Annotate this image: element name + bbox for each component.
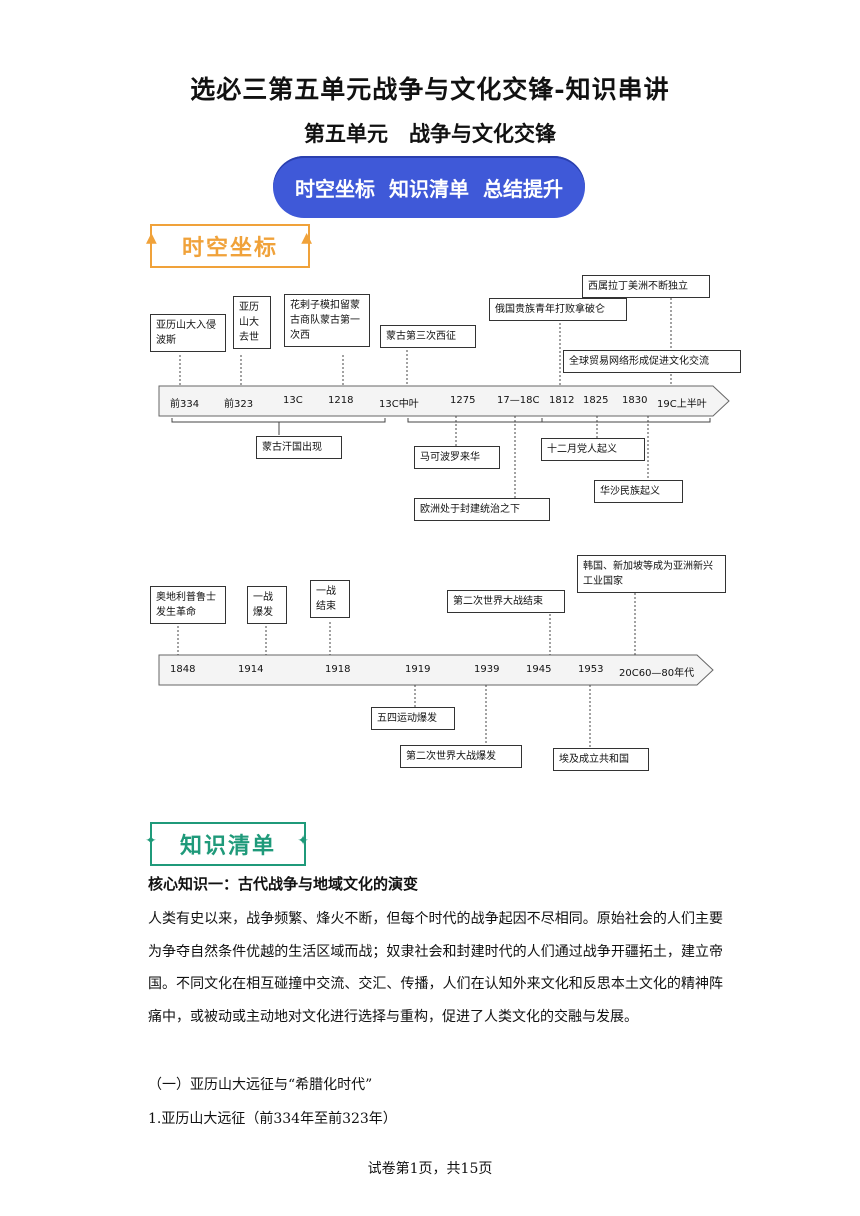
- sparkle-icon: ✦: [297, 833, 311, 849]
- arrow-up-icon: ▲: [146, 230, 159, 246]
- timeline-2-event-above: 一战爆发: [247, 586, 287, 624]
- knowledge-heading-text: 知识清单: [179, 834, 276, 859]
- timeline-2-event-above: 韩国、新加坡等成为亚洲新兴工业国家: [577, 555, 726, 593]
- timeline-1-tick: 1830: [622, 395, 648, 406]
- timeline-2-event-below: 埃及成立共和国: [553, 748, 649, 771]
- timeline-1-tick: 1218: [328, 395, 354, 406]
- timeline-1-event-below: 马可波罗来华: [414, 446, 500, 469]
- timeline-2-tick: 1918: [325, 664, 351, 675]
- banner-item-knowledge: 知识清单: [389, 176, 469, 201]
- unit-title: 第五单元 战争与文化交锋: [304, 121, 556, 146]
- timeline-1-brackets: [171, 418, 711, 435]
- timeline-2-event-above: 一战结束: [310, 580, 350, 618]
- timeline-1-event-below: 欧洲处于封建统治之下: [414, 498, 550, 521]
- timeline-1-event-below: 华沙民族起义: [594, 480, 683, 503]
- timeline-1-tick: 13C: [283, 395, 303, 406]
- timeline-1-tick: 1275: [450, 395, 476, 406]
- arrow-up-icon: ▲: [301, 230, 314, 246]
- timeline-2-tick: 1914: [238, 664, 264, 675]
- timeline-1-event-above: 全球贸易网络形成促进文化交流: [563, 350, 741, 373]
- core-knowledge-heading: 核心知识一：古代战争与地域文化的演变: [148, 875, 419, 893]
- document-title: 选必三第五单元战争与文化交锋-知识串讲: [190, 75, 670, 104]
- timeline-heading-text: 时空坐标: [181, 236, 278, 261]
- timeline-2-tick: 1953: [578, 664, 604, 675]
- timeline-2-event-above: 奥地利普鲁士发生革命: [150, 586, 226, 624]
- timeline-1-tick: 前334: [170, 399, 200, 410]
- section-banner: 时空坐标 知识清单 总结提升: [273, 156, 585, 218]
- timeline-1-tick: 1825: [583, 395, 609, 406]
- timeline-1-event-above: 花剌子模扣留蒙古商队蒙古第一次西: [284, 294, 370, 347]
- timeline-1-tick: 19C上半叶: [657, 399, 707, 410]
- timeline-2-event-below: 五四运动爆发: [371, 707, 455, 730]
- timeline-2-event-below: 第二次世界大战爆发: [400, 745, 522, 768]
- timeline-1-tick: 13C中叶: [379, 399, 419, 410]
- timeline-2-tick: 1945: [526, 664, 552, 675]
- banner-item-summary: 总结提升: [483, 176, 563, 201]
- timeline-2-event-above: 第二次世界大战结束: [447, 590, 565, 613]
- intro-paragraph: 人类有史以来，战争频繁、烽火不断，但每个时代的战争起因不尽相同。原始社会的人们主…: [148, 911, 723, 1025]
- timeline-1-event-above: 俄国贵族青年打败拿破仑: [489, 298, 627, 321]
- timeline-2-tick: 1919: [405, 664, 431, 675]
- timeline-1-event-below: 十二月党人起义: [541, 438, 645, 461]
- banner-item-timeline: 时空坐标: [295, 176, 375, 201]
- timeline-1-tick: 前323: [224, 399, 254, 410]
- timeline-2: [158, 593, 714, 748]
- timeline-1-event-above: 蒙古第三次西征: [380, 325, 476, 348]
- timeline-1-event-above: 西属拉丁美洲不断独立: [582, 275, 710, 298]
- timeline-section-heading: ▲ 时空坐标 ▲: [146, 224, 312, 268]
- knowledge-section-heading: ✦ 知识清单 ✦: [145, 822, 309, 866]
- timeline-1-tick: 1812: [549, 395, 575, 406]
- timeline-2-tick: 1848: [170, 664, 196, 675]
- subheading-2: 1.亚历山大远征（前334年至前323年）: [148, 1111, 397, 1127]
- timeline-1-event-above: 亚历山大入侵波斯: [150, 314, 226, 352]
- timeline-1: [158, 298, 730, 498]
- timeline-1-tick: 17—18C: [497, 395, 540, 406]
- sparkle-icon: ✦: [145, 833, 159, 849]
- timeline-2-tick: 1939: [474, 664, 500, 675]
- timeline-2-connectors: [177, 593, 636, 748]
- subheading-1: （一）亚历山大远征与“希腊化时代”: [148, 1077, 373, 1093]
- page-footer: 试卷第1页，共15页: [367, 1161, 493, 1177]
- timeline-1-event-above: 亚历山大去世: [233, 296, 271, 349]
- timeline-2-tick: 20C60—80年代: [619, 668, 695, 679]
- timeline-1-event-below: 蒙古汗国出现: [256, 436, 342, 459]
